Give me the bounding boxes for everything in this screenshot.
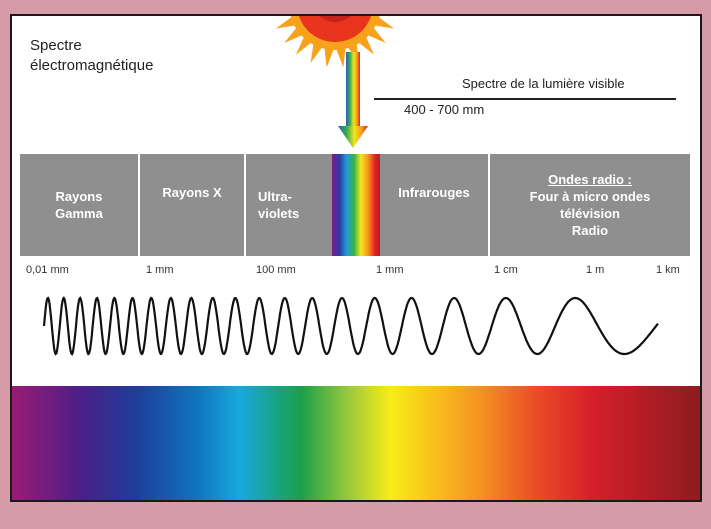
spectrum-card: Spectre électromagnétique Spectre de la … — [10, 14, 702, 502]
band-infrared-label: Infrarouges — [398, 185, 470, 200]
tick-label: 1 m — [586, 264, 605, 276]
tick-label: 1 mm — [376, 264, 404, 276]
title-line-2: électromagnétique — [30, 57, 154, 74]
tick-label: 100 mm — [256, 264, 296, 276]
band-uv-line1: Ultra- — [258, 189, 292, 204]
band-radio: Ondes radio : Four à micro ondes télévis… — [490, 154, 690, 256]
down-arrow-icon — [338, 52, 368, 148]
visible-light-rule — [374, 98, 676, 100]
wavelength-wave — [42, 296, 659, 356]
band-radio-line3: télévision — [560, 206, 620, 221]
title-line-1: Spectre — [30, 37, 82, 54]
color-spectrum-bar — [12, 386, 700, 500]
page-title: Spectre électromagnétique — [30, 36, 153, 76]
band-uv-line2: violets — [258, 206, 300, 221]
band-radio-line2: Four à micro ondes — [529, 189, 651, 204]
band-xray: Rayons X — [140, 154, 246, 256]
band-gamma: Rayons Gamma — [20, 154, 140, 256]
band-uv: Ultra- violets — [246, 154, 332, 256]
tick-label: 1 cm — [494, 264, 518, 276]
band-infrared: Infrarouges — [380, 154, 490, 256]
tick-label: 1 mm — [146, 264, 174, 276]
band-radio-line4: Radio — [571, 223, 609, 238]
sun-icon — [275, 16, 395, 68]
visible-light-label: Spectre de la lumière visible — [462, 76, 625, 91]
visible-light-range: 400 - 700 mm — [404, 102, 485, 117]
band-radio-heading: Ondes radio : — [548, 172, 632, 187]
band-xray-label: Rayons X — [162, 185, 222, 200]
tick-label: 1 km — [656, 264, 680, 276]
visible-light-strip — [332, 154, 380, 256]
tick-label: 0,01 mm — [26, 264, 69, 276]
band-gamma-label: Rayons Gamma — [55, 189, 103, 221]
